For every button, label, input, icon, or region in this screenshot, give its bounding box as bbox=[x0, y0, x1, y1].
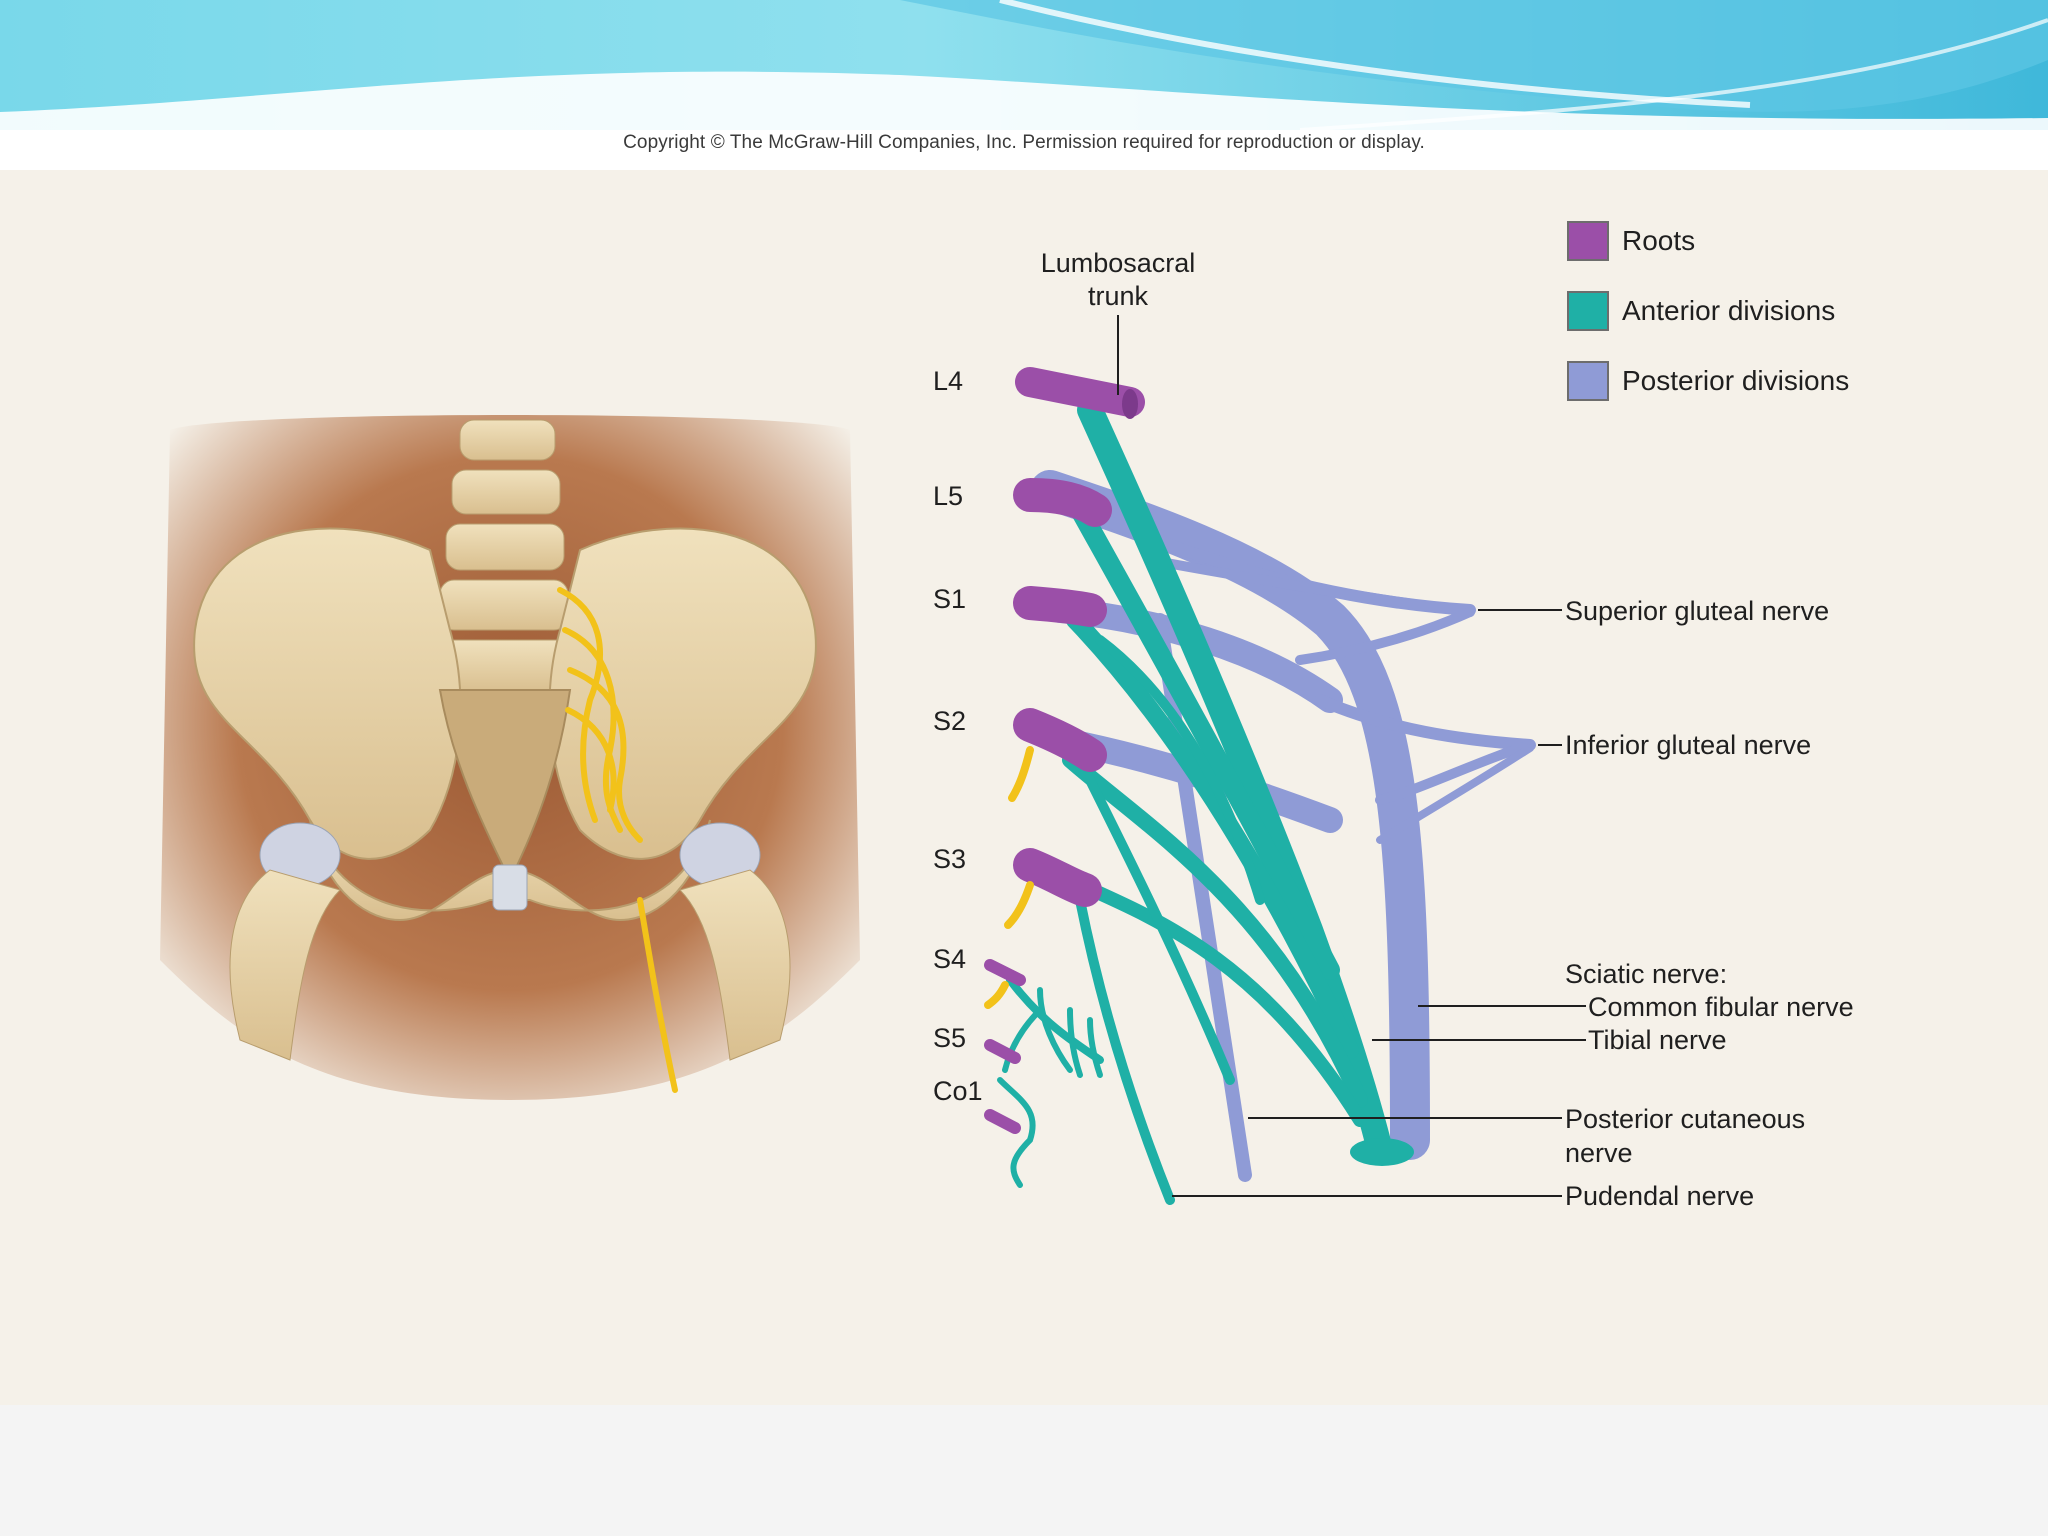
root-label-S4: S4 bbox=[933, 944, 966, 974]
legend-label-roots: Roots bbox=[1622, 225, 1695, 256]
posterior-cutaneous-label-line2: nerve bbox=[1565, 1138, 1633, 1168]
legend-label-anterior: Anterior divisions bbox=[1622, 295, 1835, 326]
root-label-S1: S1 bbox=[933, 584, 966, 614]
root-label-L4: L4 bbox=[933, 366, 963, 396]
tibial-label: Tibial nerve bbox=[1588, 1025, 1727, 1055]
footer-band bbox=[0, 1405, 2048, 1536]
common-fibular-label: Common fibular nerve bbox=[1588, 992, 1854, 1022]
root-label-Co1: Co1 bbox=[933, 1076, 983, 1106]
legend-swatch-anterior bbox=[1568, 292, 1608, 330]
legend-label-posterior: Posterior divisions bbox=[1622, 365, 1849, 396]
superior-gluteal-label: Superior gluteal nerve bbox=[1565, 596, 1829, 626]
lumbosacral-trunk-label-line1: Lumbosacral bbox=[1041, 248, 1196, 278]
root-label-S3: S3 bbox=[933, 844, 966, 874]
inferior-gluteal-label: Inferior gluteal nerve bbox=[1565, 730, 1811, 760]
root-label-S2: S2 bbox=[933, 706, 966, 736]
root-label-S5: S5 bbox=[933, 1023, 966, 1053]
posterior-cutaneous-label-line1: Posterior cutaneous bbox=[1565, 1104, 1805, 1134]
lumbosacral-trunk-label-line2: trunk bbox=[1088, 281, 1149, 311]
root-label-L5: L5 bbox=[933, 481, 963, 511]
legend: Roots Anterior divisions Posterior divis… bbox=[1568, 222, 1849, 400]
legend-swatch-roots bbox=[1568, 222, 1608, 260]
sciatic-nerve-label: Sciatic nerve: bbox=[1565, 959, 1727, 989]
legend-swatch-posterior bbox=[1568, 362, 1608, 400]
pudendal-label: Pudendal nerve bbox=[1565, 1181, 1754, 1211]
